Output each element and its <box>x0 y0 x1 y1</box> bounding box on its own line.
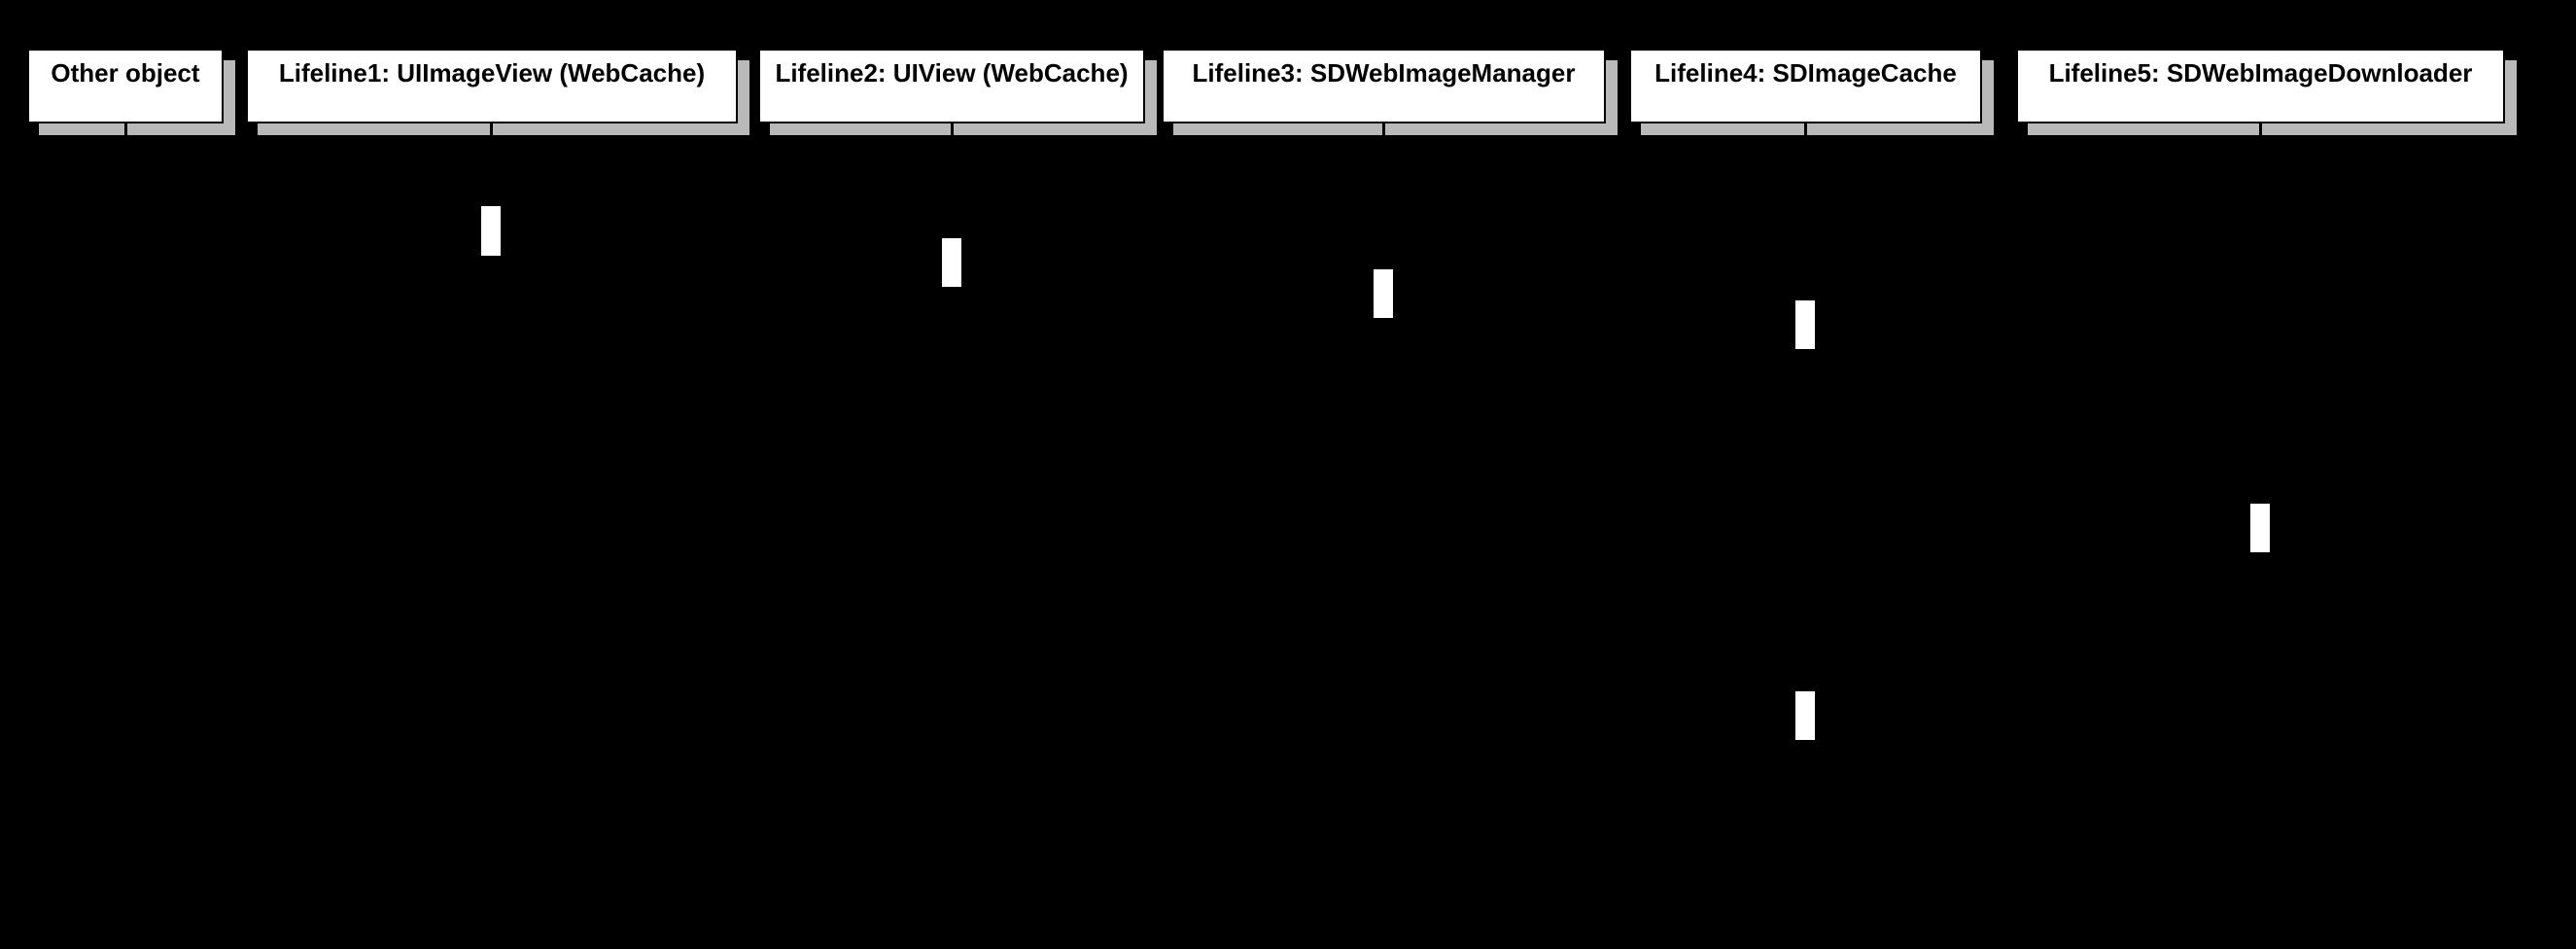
activation-bar <box>2248 502 2272 554</box>
lifeline-head-lifeline2: Lifeline2: UIView (WebCache) <box>758 49 1145 123</box>
lifeline-label: Other object <box>51 58 200 88</box>
activation-bar <box>1793 299 1817 351</box>
lifeline-line <box>1804 123 1807 940</box>
lifeline-head-lifeline4: Lifeline4: SDImageCache <box>1629 49 1982 123</box>
lifeline-line <box>124 123 127 940</box>
lifeline-head-lifeline5: Lifeline5: SDWebImageDownloader <box>2016 49 2505 123</box>
lifeline-head-lifeline3: Lifeline3: SDWebImageManager <box>1162 49 1606 123</box>
activation-bar <box>1793 689 1817 742</box>
activation-bar <box>940 236 963 289</box>
lifeline-label: Lifeline2: UIView (WebCache) <box>775 58 1129 88</box>
lifeline-head-lifeline1: Lifeline1: UIImageView (WebCache) <box>246 49 738 123</box>
activation-bar <box>1372 267 1395 320</box>
activation-bar <box>479 204 503 258</box>
lifeline-line <box>1382 123 1385 940</box>
lifeline-label: Lifeline3: SDWebImageManager <box>1192 58 1576 88</box>
lifeline-label: Lifeline5: SDWebImageDownloader <box>2048 58 2473 88</box>
lifeline-line <box>490 123 493 940</box>
lifeline-head-other-object: Other object <box>27 49 224 123</box>
lifeline-label: Lifeline4: SDImageCache <box>1654 58 1957 88</box>
lifeline-line <box>951 123 954 940</box>
lifeline-label: Lifeline1: UIImageView (WebCache) <box>278 58 706 88</box>
